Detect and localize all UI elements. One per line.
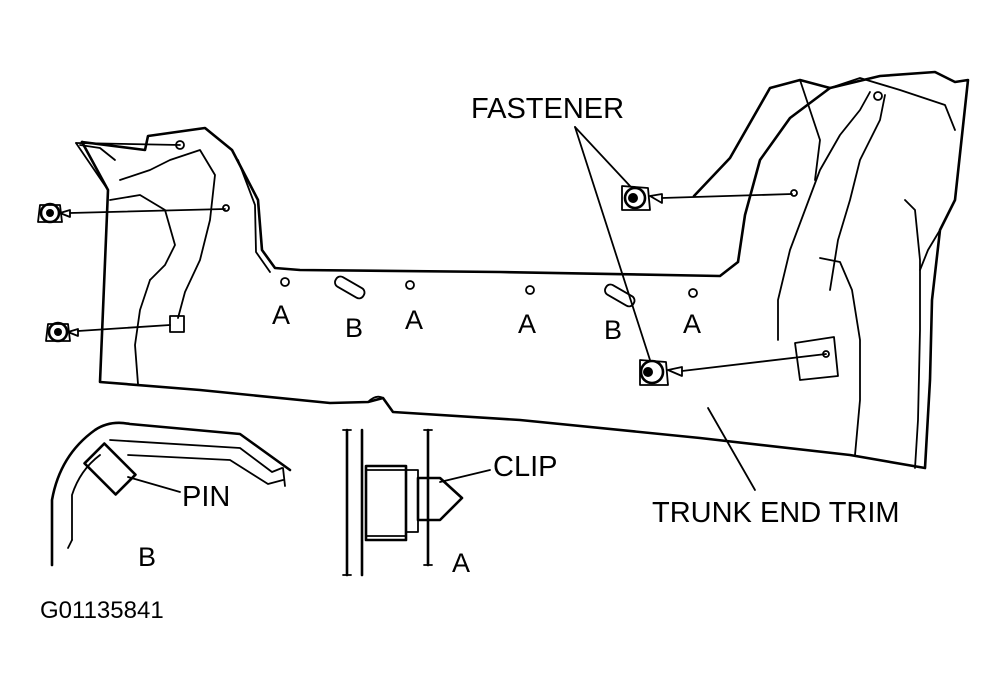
- trunk-trim-leader: [707, 407, 756, 491]
- hole-label-a-3: A: [518, 309, 536, 339]
- clip-label: CLIP: [493, 451, 557, 483]
- hole-a-4: [688, 288, 698, 298]
- detail-a-clip: [342, 428, 491, 577]
- hole-b-1: [334, 275, 366, 300]
- hole-label-b-2: B: [604, 315, 622, 345]
- fastener-right-lower: [639, 336, 839, 386]
- hole-a-3: [525, 285, 535, 295]
- fastener-leader-2: [574, 126, 651, 361]
- pin-label: PIN: [182, 481, 230, 513]
- hole-label-a-2: A: [405, 305, 423, 335]
- fastener-label: FASTENER: [471, 93, 624, 125]
- hole-label-b-1: B: [345, 313, 363, 343]
- trunk-end-trim-label: TRUNK END TRIM: [652, 497, 900, 529]
- detail-a-label: A: [452, 548, 470, 578]
- hole-a-2: [405, 280, 415, 290]
- left-leader-1: [75, 142, 181, 146]
- trunk-end-trim-panel: [79, 70, 970, 470]
- fastener-left-lower: [45, 315, 185, 343]
- hole-label-a-4: A: [683, 309, 701, 339]
- figure-id: G01135841: [40, 597, 164, 624]
- detail-b-pin: [50, 421, 292, 567]
- hole-a-1: [280, 277, 290, 287]
- detail-b-label: B: [138, 542, 156, 572]
- fastener-leader-1: [574, 126, 631, 187]
- fastener-left-upper: [37, 202, 226, 224]
- fastener-right-upper: [621, 185, 793, 211]
- hole-b-2: [604, 283, 636, 308]
- left-leader-2: [75, 142, 109, 191]
- hole-label-a-1: A: [272, 300, 290, 330]
